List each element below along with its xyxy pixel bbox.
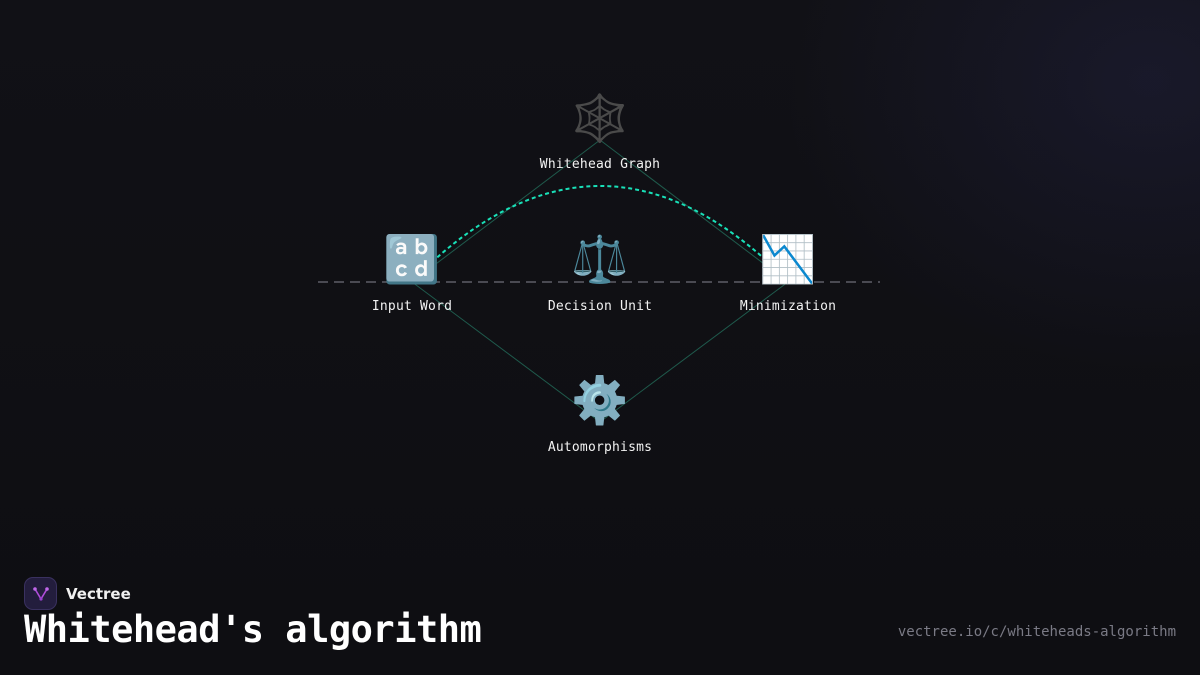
page-url: vectree.io/c/whiteheads-algorithm xyxy=(897,624,1176,640)
edge-automorphisms-to-minimization xyxy=(599,281,789,423)
brand-name: Vectree xyxy=(66,584,131,603)
edge-graph-to-minimization xyxy=(599,139,789,283)
brand: Vectree xyxy=(24,577,131,610)
gear-icon: ⚙️ xyxy=(571,373,629,427)
spider-web-icon: 🕸️ xyxy=(571,91,629,145)
flow-arc-dashed xyxy=(431,185,769,263)
vectree-logo-icon xyxy=(24,577,57,610)
node-label-minimization: Minimization xyxy=(739,299,837,314)
page-title: Whitehead's algorithm xyxy=(24,608,482,651)
chart-decreasing-icon: 📉 xyxy=(759,232,817,286)
node-label-automorphisms: Automorphisms xyxy=(547,440,653,455)
edge-input-to-graph xyxy=(411,139,601,283)
node-label-decision-unit: Decision Unit xyxy=(547,299,653,314)
edge-input-to-automorphisms xyxy=(411,281,601,423)
abcd-icon: 🔡 xyxy=(383,232,441,286)
node-label-whitehead-graph: Whitehead Graph xyxy=(539,157,661,172)
node-label-input-word: Input Word xyxy=(371,299,453,314)
balance-scale-icon: ⚖️ xyxy=(571,232,629,286)
